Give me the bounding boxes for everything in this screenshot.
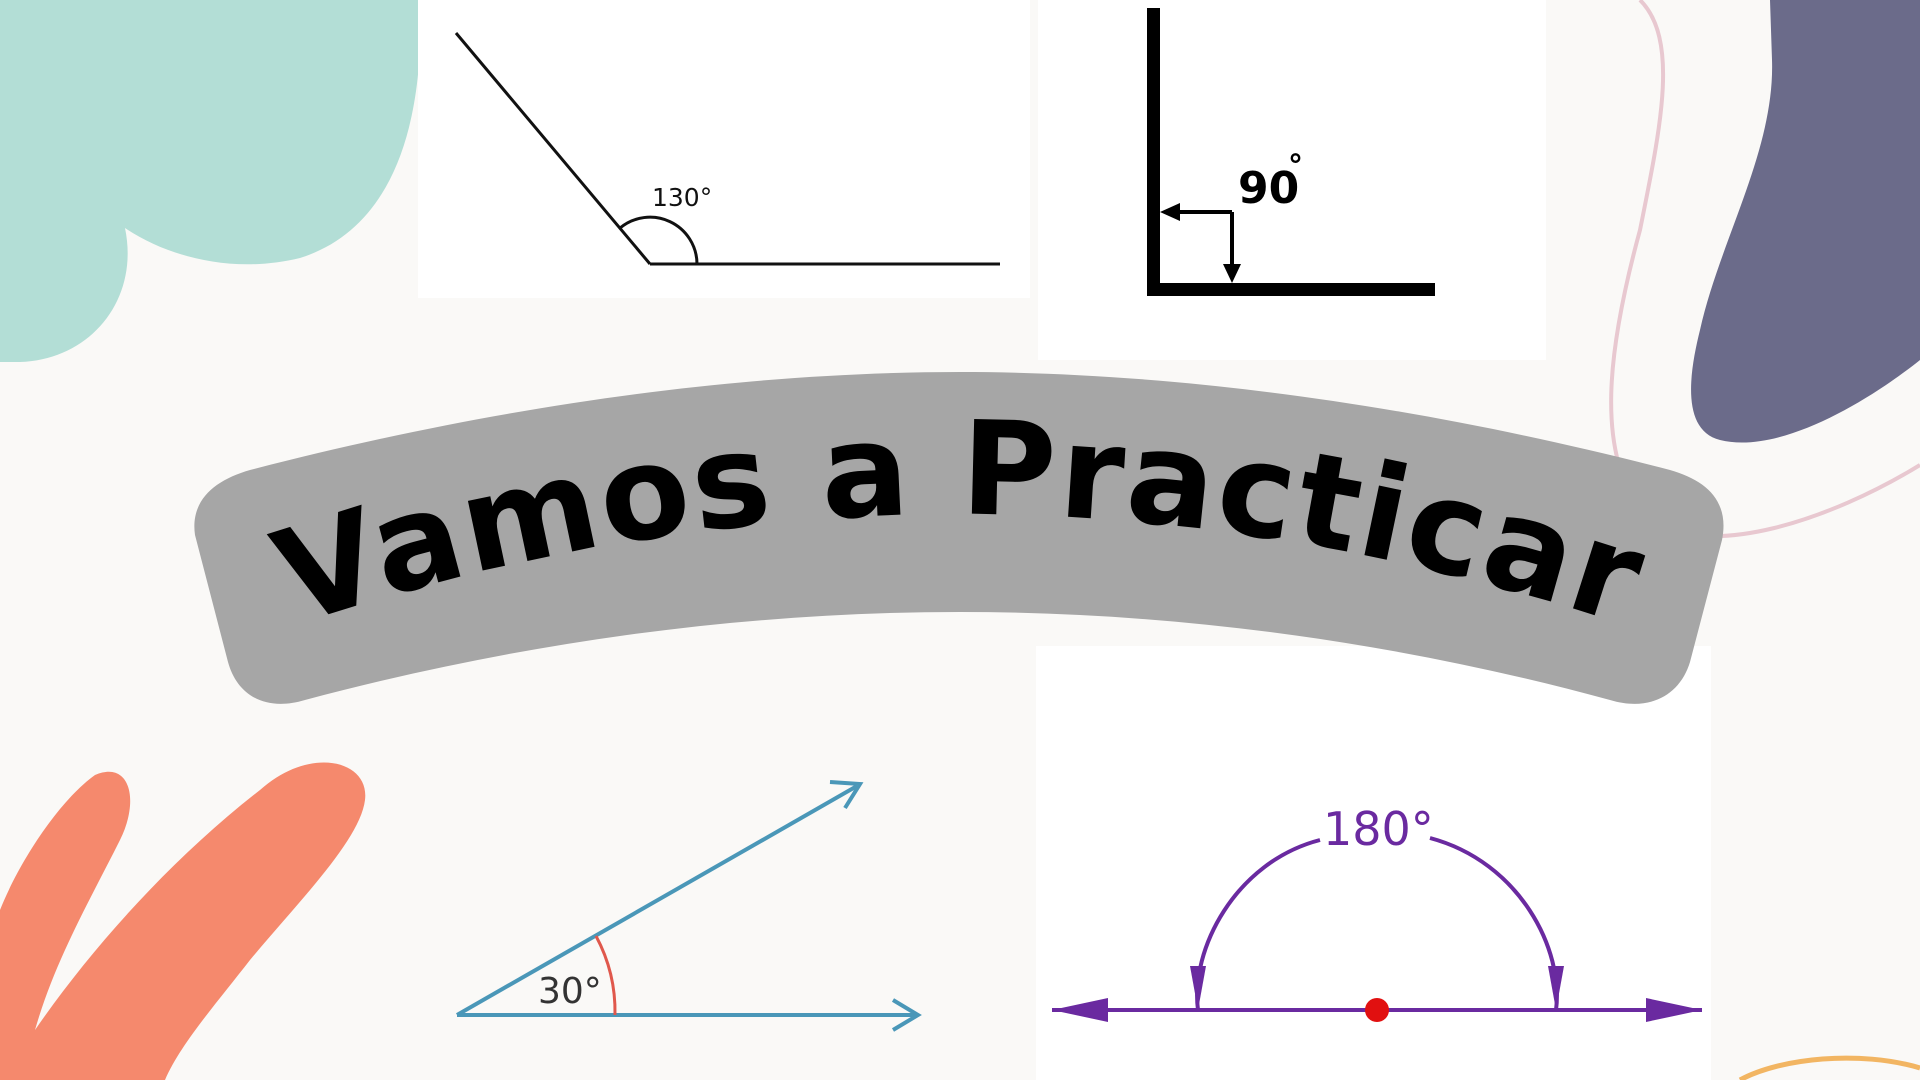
- pink-curve-decoration: [1609, 0, 1920, 539]
- angle-degree-mark-90: °: [1288, 149, 1303, 184]
- angle-diagram-180: 180°: [1052, 802, 1702, 1022]
- angle-label-180: 180°: [1323, 802, 1434, 856]
- slate-blob-decoration: [1691, 0, 1920, 443]
- angle-label-90: 90: [1238, 163, 1299, 214]
- angle-diagram-30: 30°: [456, 780, 922, 1032]
- angle-label-30: 30°: [538, 971, 602, 1012]
- title-banner: Vamos a Practicar: [194, 372, 1724, 704]
- angle-label-130: 130°: [652, 183, 712, 212]
- mint-blob-decoration: [0, 0, 421, 362]
- coral-leaf-decoration: [0, 762, 366, 1080]
- angle-panel-90: [1038, 0, 1546, 360]
- angle-panel-130: [418, 0, 1030, 298]
- vertex-point: [1365, 998, 1389, 1022]
- orange-arc-decoration: [1738, 1055, 1920, 1080]
- angle-diagram-130: 130°: [454, 32, 1000, 266]
- angle-diagram-90: 90 °: [1147, 8, 1435, 296]
